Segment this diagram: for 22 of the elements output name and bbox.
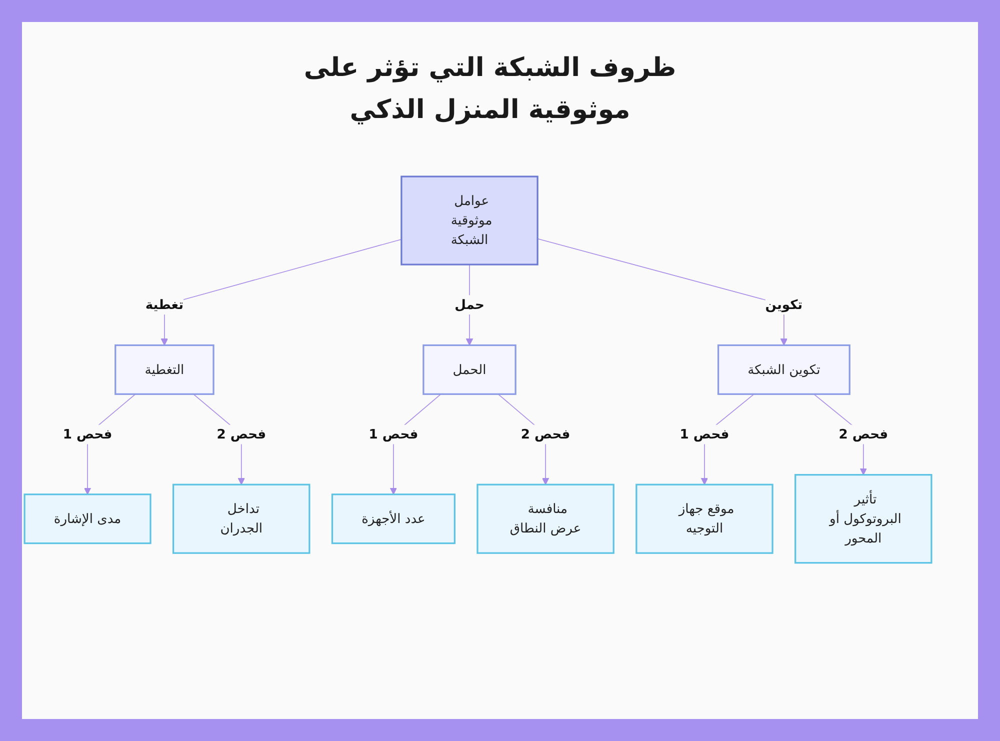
node-box: مدى الإشارة [24, 494, 152, 544]
edge-label: فحص 2 [838, 426, 888, 442]
edge-label: حمل [454, 296, 484, 312]
edge-label: فحص 1 [368, 426, 418, 442]
node-box: التغطية [114, 344, 214, 395]
node-box: تكوين الشبكة [717, 344, 850, 395]
edge-label: فحص 2 [216, 426, 266, 442]
node-box: تأثير البروتوكول أو المحور [794, 474, 932, 564]
arrow [537, 238, 788, 346]
edge-label: تكوين [765, 296, 803, 312]
node-box: تداخل الجدران [172, 484, 310, 554]
node-box: الحمل [422, 344, 516, 395]
title: ظروف الشبكة التي تؤثر على موثوقية المنزل الذكي [302, 52, 678, 127]
arrow [160, 238, 402, 346]
edge-label: فحص 1 [680, 426, 730, 442]
edge-label: فحص 1 [62, 426, 112, 442]
edge-label: تغطية [145, 296, 184, 312]
node-box: منافسة عرض النطاق [476, 484, 614, 554]
node-box: عوامل موثوقية الشبكة [400, 176, 538, 266]
edge-label: فحص 2 [520, 426, 570, 442]
node-box: موقع جهاز التوجيه [636, 484, 774, 554]
node-box: عدد الأجهزة [331, 494, 456, 544]
